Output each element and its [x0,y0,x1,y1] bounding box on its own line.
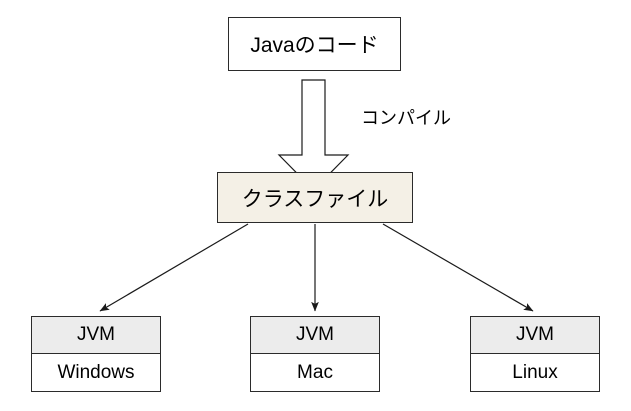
os-label: Windows [57,361,135,383]
class-file-label: クラスファイル [241,187,389,211]
jvm-label: JVM [296,324,334,345]
os-label: Linux [512,361,558,383]
os-row-linux: Linux [471,354,599,391]
edge-classfile-to-linux [382,223,534,312]
jvm-header-mac: JVM [251,317,379,354]
os-label: Mac [297,361,333,383]
os-row-windows: Windows [32,354,160,391]
jvm-header-windows: JVM [32,317,160,354]
os-row-mac: Mac [251,354,379,391]
class-file-node: クラスファイル [217,172,413,223]
platform-stack-linux: JVM Linux [470,316,600,392]
java-source-node: Javaのコード [228,17,401,71]
jvm-label: JVM [77,324,115,345]
jvm-label: JVM [516,324,554,345]
compile-edge-label: コンパイル [361,108,451,128]
platform-stack-windows: JVM Windows [31,316,161,392]
jvm-header-linux: JVM [471,317,599,354]
java-source-label: Javaのコード [250,34,379,57]
edge-classfile-to-windows [99,223,249,312]
platform-stack-mac: JVM Mac [250,316,380,392]
